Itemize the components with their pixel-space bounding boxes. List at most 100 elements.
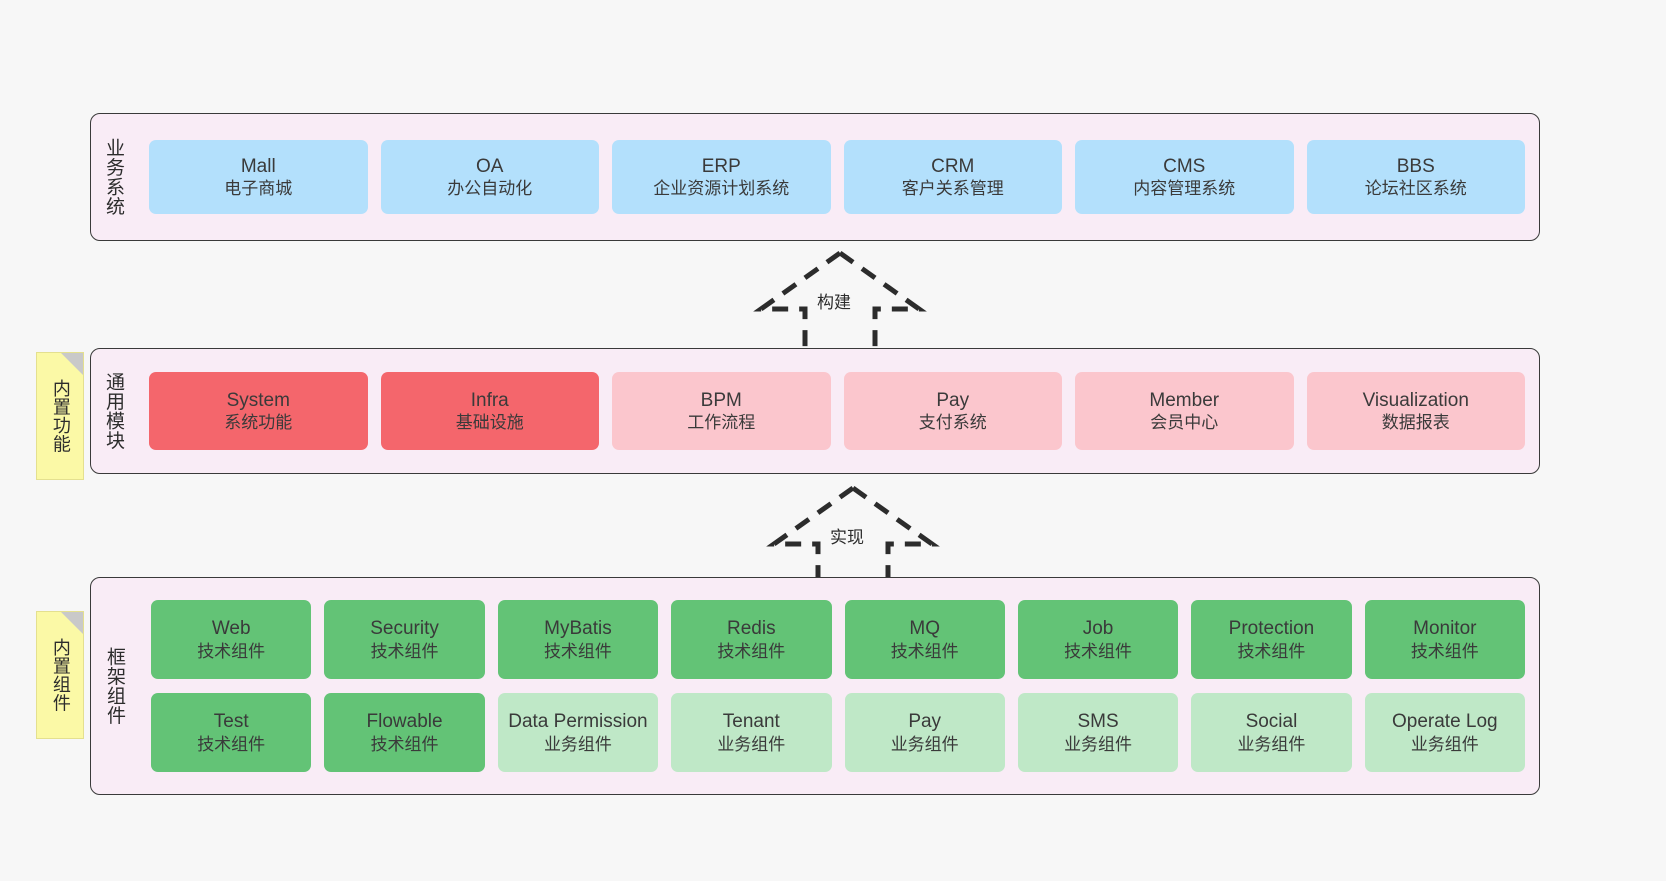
card-sms-cn: 业务组件 — [1064, 734, 1133, 754]
card-infra[interactable]: Infra 基础设施 — [380, 372, 599, 450]
card-member[interactable]: Member 会员中心 — [1075, 372, 1294, 450]
card-social-en: Social — [1245, 711, 1298, 732]
card-system-cn: 系统功能 — [224, 413, 293, 433]
layer-framework-components-body: Web 技术组件 Security 技术组件 MyBatis 技术组件 Redi… — [137, 578, 1539, 794]
card-mybatis[interactable]: MyBatis 技术组件 — [497, 600, 659, 679]
card-bbs[interactable]: BBS 论坛社区系统 — [1306, 140, 1525, 214]
card-redis-cn: 技术组件 — [717, 641, 786, 661]
card-infra-en: Infra — [470, 389, 509, 411]
card-protection-en: Protection — [1228, 618, 1315, 639]
card-visualization-en: Visualization — [1362, 389, 1469, 411]
card-test[interactable]: Test 技术组件 — [151, 693, 312, 772]
framework-tech-row: Web 技术组件 Security 技术组件 MyBatis 技术组件 Redi… — [151, 600, 1525, 679]
card-web-en: Web — [211, 618, 251, 639]
card-bpm-cn: 工作流程 — [687, 413, 756, 433]
card-pay-component[interactable]: Pay 业务组件 — [844, 693, 1005, 772]
card-data-permission[interactable]: Data Permission 业务组件 — [497, 693, 659, 772]
card-mq[interactable]: MQ 技术组件 — [844, 600, 1005, 679]
card-test-en: Test — [213, 711, 249, 732]
card-web-cn: 技术组件 — [197, 641, 266, 661]
card-mybatis-cn: 技术组件 — [543, 641, 612, 661]
card-visualization-cn: 数据报表 — [1381, 413, 1450, 433]
card-operate-log[interactable]: Operate Log 业务组件 — [1364, 693, 1525, 772]
common-modules-row: System 系统功能 Infra 基础设施 BPM 工作流程 Pay 支付系统… — [149, 372, 1525, 450]
card-system-en: System — [226, 389, 290, 411]
card-pay-module-en: Pay — [936, 389, 970, 411]
card-mq-cn: 技术组件 — [890, 641, 959, 661]
card-protection-cn: 技术组件 — [1237, 641, 1306, 661]
card-job[interactable]: Job 技术组件 — [1017, 600, 1179, 679]
card-data-permission-cn: 业务组件 — [543, 734, 612, 754]
card-web[interactable]: Web 技术组件 — [151, 600, 312, 679]
card-bpm-en: BPM — [700, 389, 742, 411]
card-sms-en: SMS — [1077, 711, 1119, 732]
card-tenant-cn: 业务组件 — [717, 734, 786, 754]
note-builtin-components: 内置组件 — [36, 611, 84, 739]
card-social-cn: 业务组件 — [1237, 734, 1306, 754]
card-monitor-cn: 技术组件 — [1410, 641, 1479, 661]
card-oa-en: OA — [476, 155, 504, 177]
card-flowable-en: Flowable — [366, 711, 443, 732]
business-systems-row: Mall 电子商城 OA 办公自动化 ERP 企业资源计划系统 CRM 客户关系… — [149, 140, 1525, 214]
card-bbs-en: BBS — [1396, 155, 1435, 177]
card-crm-cn: 客户关系管理 — [901, 179, 1004, 199]
card-job-en: Job — [1082, 618, 1114, 639]
card-redis-en: Redis — [727, 618, 776, 639]
card-test-cn: 技术组件 — [197, 734, 266, 754]
layer-framework-components-title: 框架组件 — [103, 647, 125, 725]
card-erp-cn: 企业资源计划系统 — [653, 179, 790, 199]
card-job-cn: 技术组件 — [1064, 641, 1133, 661]
card-protection[interactable]: Protection 技术组件 — [1191, 600, 1352, 679]
card-cms-en: CMS — [1163, 155, 1206, 177]
card-member-en: Member — [1149, 389, 1220, 411]
card-system[interactable]: System 系统功能 — [149, 372, 368, 450]
card-member-cn: 会员中心 — [1150, 413, 1219, 433]
card-mall[interactable]: Mall 电子商城 — [149, 140, 368, 214]
layer-framework-components: 框架组件 Web 技术组件 Security 技术组件 MyBatis 技术组件… — [90, 577, 1540, 795]
card-erp[interactable]: ERP 企业资源计划系统 — [612, 140, 831, 214]
card-erp-en: ERP — [701, 155, 741, 177]
arrow-implement-label: 实现 — [830, 528, 864, 547]
card-flowable-cn: 技术组件 — [370, 734, 439, 754]
card-operate-log-en: Operate Log — [1391, 711, 1498, 732]
note-builtin-functions: 内置功能 — [36, 352, 84, 480]
card-security[interactable]: Security 技术组件 — [324, 600, 485, 679]
layer-common-modules-body: System 系统功能 Infra 基础设施 BPM 工作流程 Pay 支付系统… — [135, 349, 1539, 473]
card-oa-cn: 办公自动化 — [447, 179, 533, 199]
arrow-build-label: 构建 — [817, 293, 851, 312]
card-crm[interactable]: CRM 客户关系管理 — [843, 140, 1062, 214]
card-pay-module[interactable]: Pay 支付系统 — [843, 372, 1062, 450]
layer-common-modules: 通用模块 System 系统功能 Infra 基础设施 BPM 工作流程 Pay — [90, 348, 1540, 474]
layer-business-systems: 业务系统 Mall 电子商城 OA 办公自动化 ERP 企业资源计划系统 CRM — [90, 113, 1540, 241]
card-sms[interactable]: SMS 业务组件 — [1017, 693, 1179, 772]
card-security-en: Security — [370, 618, 439, 639]
card-pay-component-cn: 业务组件 — [890, 734, 959, 754]
card-security-cn: 技术组件 — [370, 641, 439, 661]
layer-business-systems-title: 业务系统 — [102, 138, 124, 216]
card-monitor[interactable]: Monitor 技术组件 — [1364, 600, 1525, 679]
card-cms-cn: 内容管理系统 — [1133, 179, 1236, 199]
layer-business-systems-body: Mall 电子商城 OA 办公自动化 ERP 企业资源计划系统 CRM 客户关系… — [135, 114, 1539, 240]
card-monitor-en: Monitor — [1413, 618, 1477, 639]
card-operate-log-cn: 业务组件 — [1410, 734, 1479, 754]
card-pay-module-cn: 支付系统 — [918, 413, 987, 433]
card-oa[interactable]: OA 办公自动化 — [380, 140, 599, 214]
layer-common-modules-title: 通用模块 — [102, 372, 124, 450]
card-social[interactable]: Social 业务组件 — [1191, 693, 1352, 772]
card-bbs-cn: 论坛社区系统 — [1364, 179, 1467, 199]
card-infra-cn: 基础设施 — [455, 413, 524, 433]
card-cms[interactable]: CMS 内容管理系统 — [1075, 140, 1294, 214]
card-crm-en: CRM — [931, 155, 975, 177]
card-visualization[interactable]: Visualization 数据报表 — [1306, 372, 1525, 450]
card-mall-en: Mall — [240, 155, 276, 177]
card-mall-cn: 电子商城 — [224, 179, 293, 199]
card-pay-component-en: Pay — [908, 711, 942, 732]
card-mybatis-en: MyBatis — [544, 618, 612, 639]
card-flowable[interactable]: Flowable 技术组件 — [324, 693, 485, 772]
card-tenant[interactable]: Tenant 业务组件 — [671, 693, 832, 772]
card-data-permission-en: Data Permission — [508, 711, 648, 732]
card-redis[interactable]: Redis 技术组件 — [671, 600, 832, 679]
card-mq-en: MQ — [909, 618, 940, 639]
card-bpm[interactable]: BPM 工作流程 — [612, 372, 831, 450]
